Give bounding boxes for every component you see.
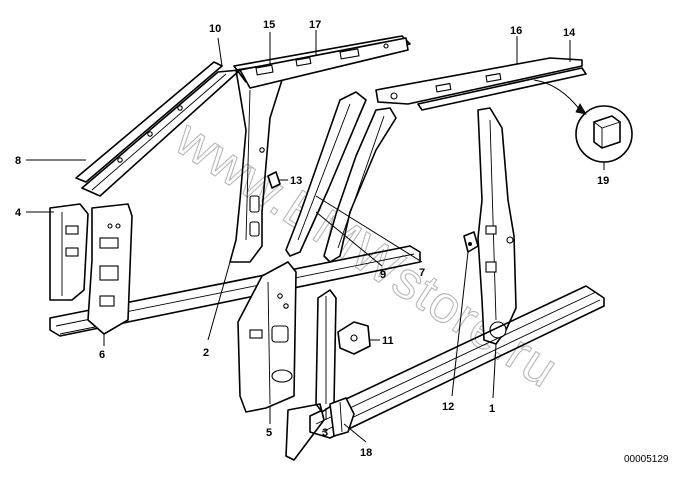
- roof-frame-panel: [233, 35, 411, 89]
- right-pillar-sill: [309, 107, 605, 439]
- callout-17: 17: [309, 19, 321, 31]
- callout-4: 4: [15, 207, 22, 219]
- callout-15: 15: [263, 19, 275, 31]
- b-pillar-trim: [285, 91, 397, 263]
- left-side-frame: [49, 61, 421, 337]
- callout-7: 7: [419, 267, 425, 279]
- callout-5: 5: [266, 427, 272, 439]
- callout-16: 16: [510, 25, 522, 37]
- detail-19: [533, 79, 633, 163]
- callout-12: 12: [442, 401, 454, 413]
- callout-13: 13: [290, 175, 302, 187]
- callout-10: 10: [209, 23, 221, 35]
- callout-19: 19: [597, 175, 609, 187]
- leader-lines: [26, 30, 605, 443]
- callout-3: 3: [322, 427, 328, 439]
- callout-8: 8: [15, 155, 21, 167]
- callout-1: 1: [489, 403, 495, 415]
- callout-6: 6: [99, 349, 105, 361]
- callout-labels: 1 2 3 4 5 6 7 8 9 10 11 12 13 14 15 16 1…: [15, 19, 609, 459]
- document-number: 00005129: [624, 454, 669, 465]
- callout-18: 18: [360, 447, 372, 459]
- callout-11: 11: [382, 335, 394, 347]
- callout-9: 9: [380, 269, 386, 281]
- rear-roof-rail: [375, 57, 587, 111]
- center-pillar-lower: [237, 261, 371, 461]
- callout-2: 2: [203, 347, 209, 359]
- callout-14: 14: [563, 27, 576, 39]
